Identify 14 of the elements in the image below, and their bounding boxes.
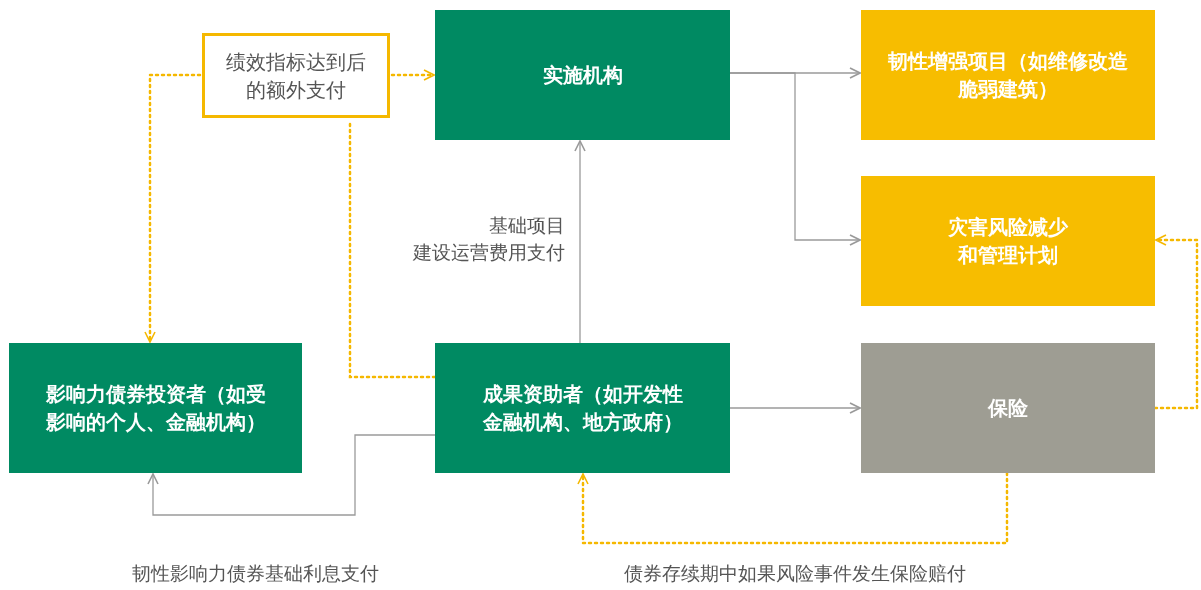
dotted-arrow (144, 73, 202, 344)
dotted-arrow (577, 471, 1009, 545)
process-box: 成果资助者（如开发性金融机构、地方政府） (435, 343, 730, 473)
process-box: 影响力债券投资者（如受影响的个人、金融机构） (9, 343, 302, 473)
note-box: 绩效指标达到后的额外支付 (202, 33, 390, 118)
arrow (729, 72, 861, 246)
dotted-arrow (390, 69, 436, 81)
arrow (729, 402, 861, 414)
insurance-box: 保险 (861, 343, 1155, 473)
arrow (574, 140, 586, 344)
process-box: 实施机构 (435, 10, 730, 140)
arrow (147, 434, 436, 516)
outcome-box: 灾害风险减少和管理计划 (861, 176, 1155, 306)
outcome-box: 韧性增强项目（如维修改造脆弱建筑） (861, 10, 1155, 140)
